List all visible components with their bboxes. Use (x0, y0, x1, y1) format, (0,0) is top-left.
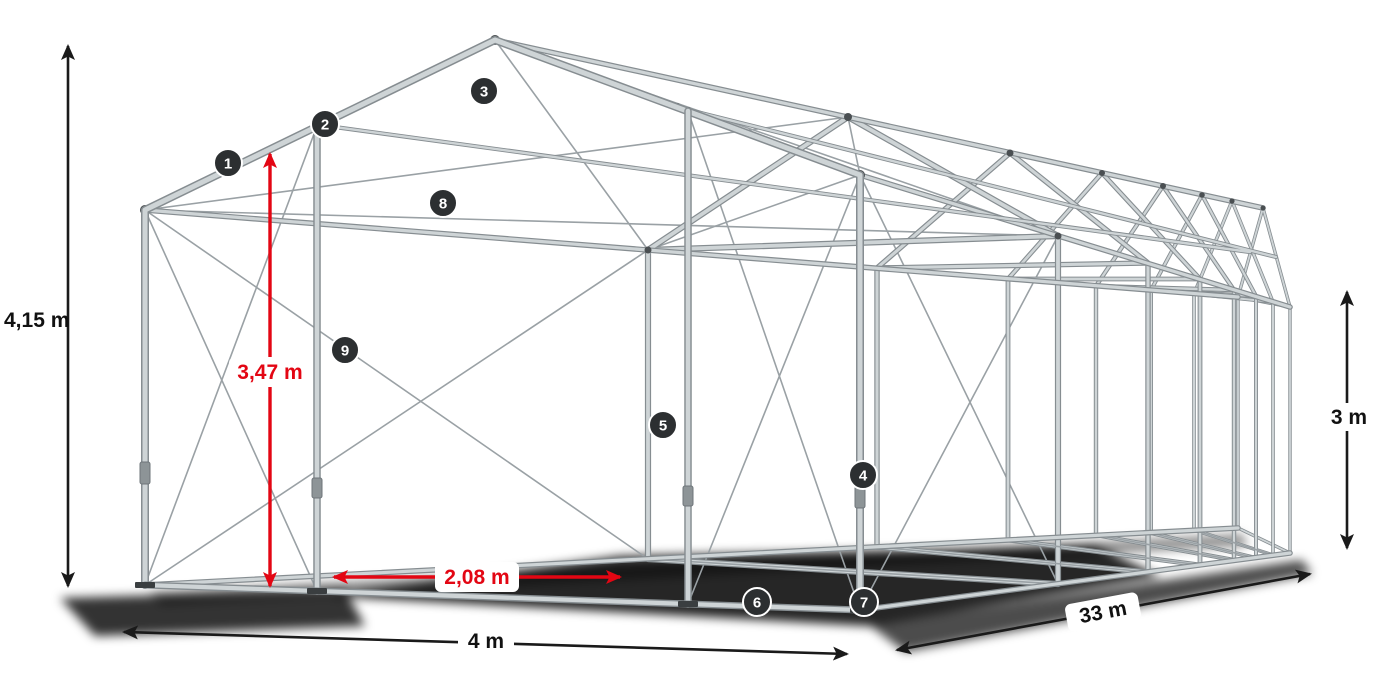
cross-frame-8 (1236, 206, 1292, 555)
part-badge-1: 1 (213, 148, 243, 178)
dimension-label-bg (229, 357, 311, 387)
part-badge-7: 7 (849, 587, 879, 617)
dimension-label-width: 4 m (468, 630, 504, 653)
part-badge-2: 2 (310, 109, 340, 139)
part-badge-8: 8 (428, 188, 458, 218)
dimension-label-side-height: 3 m (1331, 406, 1367, 429)
part-badge-9: 9 (330, 335, 360, 365)
part-badges: 1 2 3 4 5 6 7 8 9 (213, 76, 879, 617)
svg-text:9: 9 (341, 343, 349, 360)
svg-text:7: 7 (860, 595, 868, 612)
svg-text:5: 5 (659, 418, 667, 435)
gable-diagonal-bracing (144, 110, 861, 611)
dimension-label-length-group: 33 m (1065, 592, 1141, 632)
dimension-label-total-height: 4,15 m (4, 309, 69, 332)
svg-text:4: 4 (859, 468, 868, 485)
dimension-label-bg (435, 562, 519, 592)
svg-text:8: 8 (439, 196, 447, 213)
eave-plane-cross-ties (144, 174, 1059, 251)
part-badge-6: 6 (742, 587, 772, 617)
svg-text:1: 1 (224, 156, 232, 173)
part-badge-5: 5 (648, 410, 678, 440)
dimension-label-bg (1065, 592, 1141, 632)
tent-frame (135, 35, 1293, 614)
svg-text:3: 3 (480, 84, 488, 101)
side-wall-cross-bracing (144, 174, 1059, 611)
entrance-posts (313, 107, 692, 608)
svg-text:2: 2 (321, 117, 329, 134)
dimension-label-entrance-width: 2,08 m (444, 566, 509, 589)
roof-cross-bracing (144, 39, 1059, 251)
ground-cross-bars (647, 529, 1274, 585)
part-badge-3: 3 (469, 76, 499, 106)
black-dimensions: 4,15 m 3 m 4 m 33 m (4, 44, 1378, 661)
red-dimension-labels: 3,47 m 2,08 m (229, 357, 519, 592)
dimension-label-bg (458, 627, 514, 655)
front-gable-frame (141, 36, 864, 614)
part-badge-4: 4 (848, 460, 878, 490)
dimension-label-entrance-height: 3,47 m (237, 361, 302, 384)
post-sleeves (139, 461, 866, 509)
dimension-label-bg (1320, 403, 1378, 431)
svg-text:6: 6 (753, 595, 761, 612)
